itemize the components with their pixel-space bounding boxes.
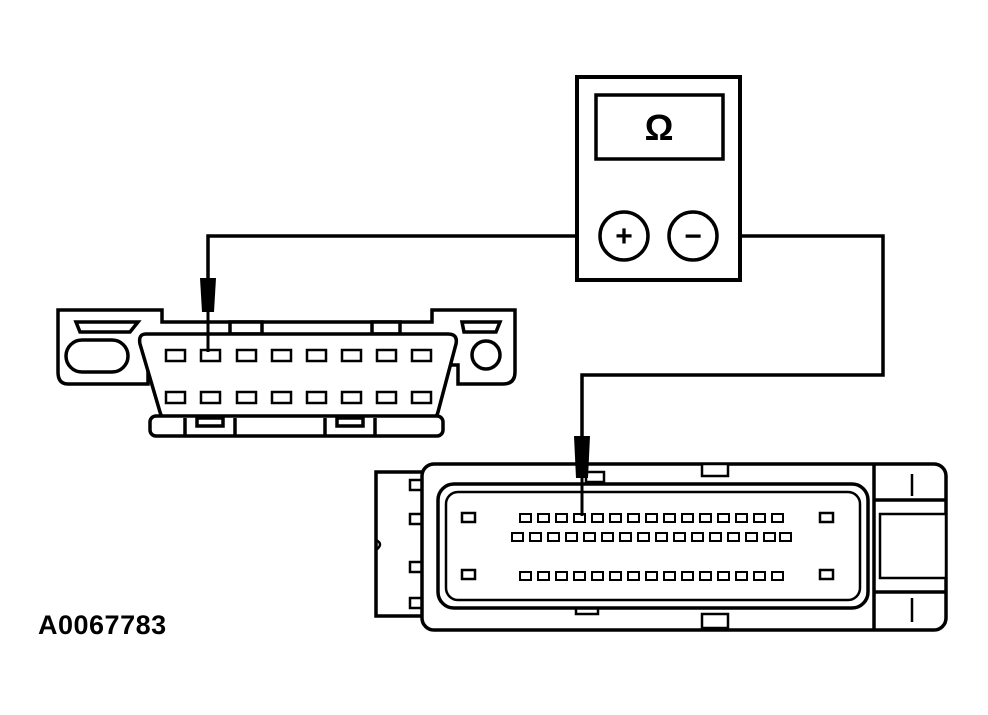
dlc-pins-top bbox=[164, 348, 433, 363]
dlc-mounting-slot bbox=[64, 338, 130, 374]
plus-icon: + bbox=[615, 220, 633, 253]
module-connector bbox=[374, 462, 948, 632]
dlc-pins-bottom bbox=[164, 390, 433, 405]
positive-probe-body bbox=[200, 278, 216, 312]
dlc-mounting-hole bbox=[470, 339, 502, 371]
positive-terminal bbox=[598, 210, 650, 262]
ohmmeter-display bbox=[594, 93, 725, 161]
minus-icon: − bbox=[684, 220, 702, 253]
negative-probe-body bbox=[574, 436, 590, 478]
dlc-latch-left bbox=[228, 320, 264, 336]
figure-reference-id: A0067783 bbox=[38, 610, 167, 640]
data-link-connector bbox=[56, 308, 517, 438]
dlc-base bbox=[148, 414, 445, 438]
module-pins-row-1 bbox=[519, 513, 784, 523]
module-side-bracket bbox=[374, 470, 426, 618]
negative-terminal bbox=[667, 210, 719, 262]
positive-probe bbox=[200, 278, 216, 352]
dlc-face bbox=[137, 332, 459, 422]
negative-test-lead bbox=[580, 234, 885, 440]
dlc-latch-right bbox=[370, 320, 402, 336]
module-pins-row-3 bbox=[519, 571, 784, 581]
dlc-mounting-ear-left bbox=[73, 320, 142, 334]
module-face-inner bbox=[444, 490, 862, 602]
negative-probe bbox=[574, 436, 590, 516]
ohmmeter: Ω + − bbox=[575, 75, 742, 282]
dlc-mounting-ear-right bbox=[459, 320, 503, 334]
positive-test-lead bbox=[206, 234, 598, 285]
ohm-symbol: Ω bbox=[645, 107, 674, 148]
test-leads bbox=[206, 234, 885, 440]
module-pins-row-2 bbox=[511, 532, 792, 542]
